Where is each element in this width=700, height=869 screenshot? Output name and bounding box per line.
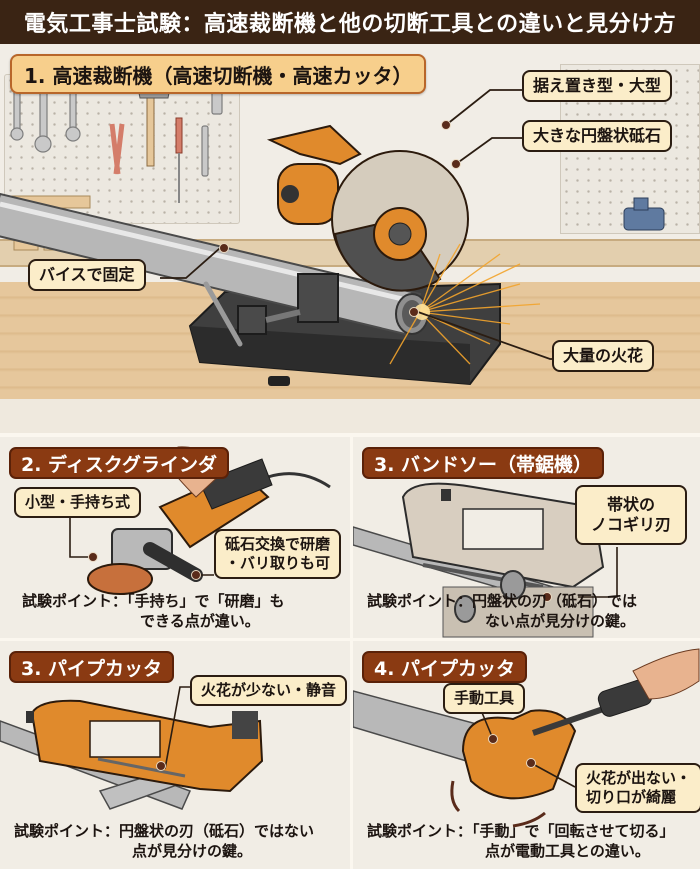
panel-exam-point: 試験ポイント：円盤状の刃（砥石）ではない 点が見分けの鍵。 — [14, 821, 314, 862]
hero-section-label: 1. 高速裁断機（高速切断機・高速カッタ） — [10, 54, 427, 94]
panel-title: 4. パイプカッタ — [362, 651, 528, 683]
band-saw-illustration — [353, 482, 618, 638]
callout-dot — [409, 307, 419, 317]
callout-disc: 大きな円盤状砥石 — [522, 120, 673, 152]
callout-line: ・バリ取りも可 — [225, 553, 331, 572]
callout-dot — [88, 552, 98, 562]
panel-exam-point: 試験ポイント：円盤状の刃（砥石）では ない点が見分けの鍵。 — [367, 591, 637, 632]
note-line: 試験ポイント：円盤状の刃（砥石）では — [367, 592, 638, 610]
callout-stationary: 据え置き型・大型 — [522, 70, 673, 102]
hero-section: 1. 高速裁断機（高速切断機・高速カッタ） 据え置き型・大型 大きな円盤状砥石 … — [0, 44, 700, 399]
callout-no-sparks: 火花が出ない・ 切り口が綺麗 — [575, 763, 700, 813]
panel-title: 3. バンドソー（帯鋸機） — [362, 447, 605, 479]
note-line: 試験ポイント：「手持ち」で「研磨」も — [22, 592, 285, 610]
callout-line: 帯状の — [607, 495, 656, 514]
callout-line: 切り口が綺麗 — [586, 787, 677, 806]
note-line: 点が電動工具との違い。 — [485, 842, 650, 861]
note-line: 試験ポイント：「手動」で「回転させて切る」 — [367, 822, 675, 840]
callout-grinding: 砥石交換で研磨 ・バリ取りも可 — [214, 529, 342, 579]
callout-dot — [488, 734, 498, 744]
callout-dot — [191, 570, 201, 580]
portable-band-saw-illustration — [0, 686, 264, 810]
callout-dot — [542, 592, 552, 602]
callout-band-blade: 帯状の ノコギリ刃 — [575, 485, 688, 545]
disc-grinder-illustration — [69, 446, 331, 595]
callout-dot — [526, 758, 536, 768]
callout-sparks: 大量の火花 — [552, 340, 655, 372]
panel-exam-point: 試験ポイント：「手持ち」で「研磨」も できる点が違い。 — [22, 591, 285, 632]
note-line: 点が見分けの鍵。 — [132, 842, 253, 861]
callout-dot — [156, 761, 166, 771]
note-line: ない点が見分けの鍵。 — [485, 612, 636, 631]
manual-pipe-cutter-illustration — [353, 648, 700, 828]
callout-quiet: 火花が少ない・静音 — [190, 675, 348, 706]
panel-divider-vertical — [350, 437, 353, 869]
callout-vise: バイスで固定 — [28, 259, 146, 291]
panel-pipe-cutter-manual: 4. パイプカッタ 手動工具 火花が出ない・ 切り口が綺麗 試験ポイント：「手動… — [353, 641, 700, 869]
panel-exam-point: 試験ポイント：「手動」で「回転させて切る」 点が電動工具との違い。 — [367, 821, 675, 862]
callout-manual: 手動工具 — [443, 683, 526, 714]
callout-dot — [441, 120, 451, 130]
panel-title: 3. パイプカッタ — [9, 651, 175, 683]
callout-line: ノコギリ刃 — [591, 515, 672, 534]
note-line: できる点が違い。 — [140, 612, 260, 631]
bench-vise-icon — [623, 197, 665, 231]
section-divider — [0, 433, 700, 437]
panel-title: 2. ディスクグラインダ — [9, 447, 229, 479]
callout-dot — [219, 243, 229, 253]
callout-dot — [451, 159, 461, 169]
panel-divider-horizontal — [0, 638, 700, 641]
panel-band-saw: 3. バンドソー（帯鋸機） 帯状の ノコギリ刃 試験ポイント：円盤状の刃（砥石）… — [353, 437, 700, 638]
note-line: 試験ポイント：円盤状の刃（砥石）ではない — [14, 822, 315, 840]
callout-line: 砥石交換で研磨 — [225, 535, 331, 553]
callout-line: 火花が出ない・ — [586, 769, 692, 787]
panel-disc-grinder: 2. ディスクグラインダ 小型・手持ち式 砥石交換で研磨 ・バリ取りも可 試験ポ… — [0, 437, 350, 638]
page-title: 電気工事士試験：高速裁断機と他の切断工具との違いと見分け方 — [0, 0, 700, 44]
panel-pipe-cutter-powered: 3. パイプカッタ 火花が少ない・静音 試験ポイント：円盤状の刃（砥石）ではない… — [0, 641, 350, 869]
callout-handheld: 小型・手持ち式 — [14, 487, 142, 518]
